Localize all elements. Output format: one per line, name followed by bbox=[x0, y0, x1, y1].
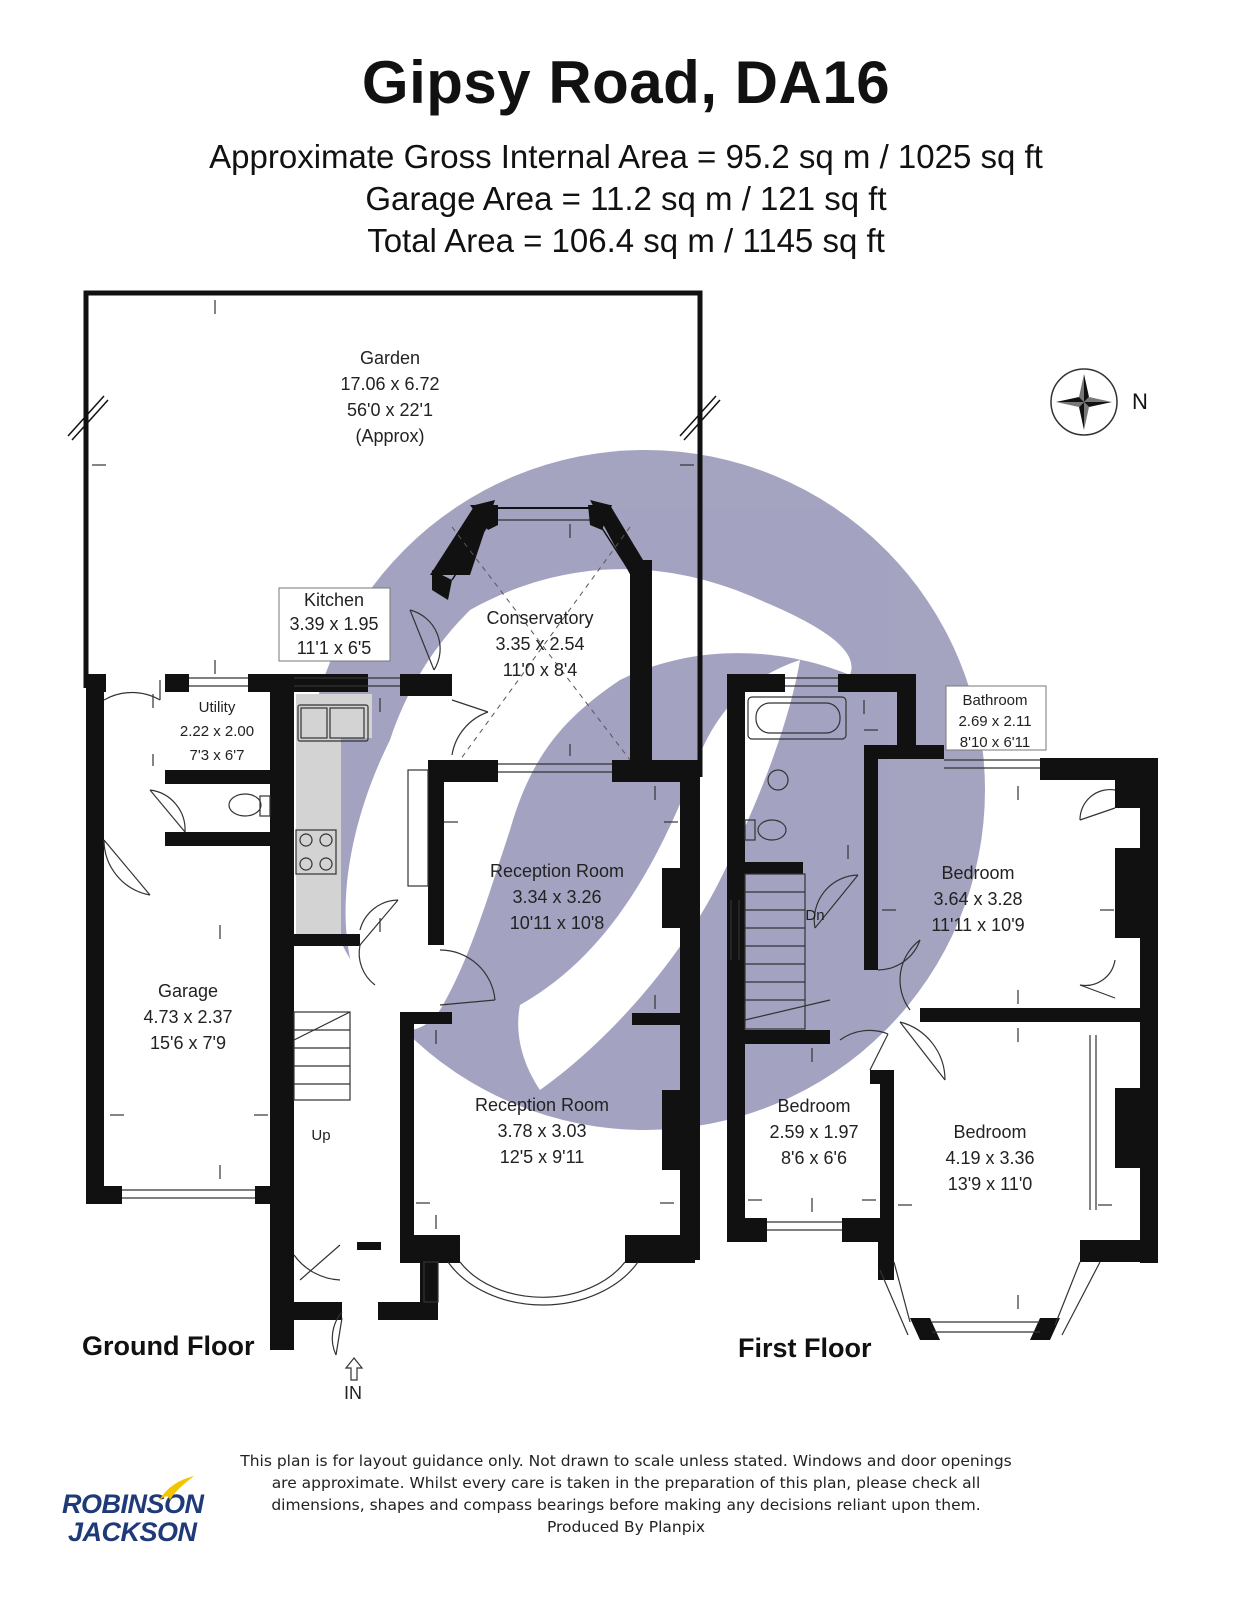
conservatory-name: Conservatory bbox=[486, 608, 593, 628]
garage-metric: 4.73 x 2.37 bbox=[143, 1007, 232, 1027]
utility-name: Utility bbox=[199, 699, 236, 716]
bedroom2-name: Bedroom bbox=[777, 1096, 850, 1116]
disclaimer-line-1: This plan is for layout guidance only. N… bbox=[240, 1452, 1012, 1470]
room-bedroom-2: Bedroom 2.59 x 1.97 8'6 x 6'6 bbox=[769, 1096, 858, 1168]
logo-line-1: ROBINSON bbox=[62, 1489, 204, 1519]
reception1-metric: 3.34 x 3.26 bbox=[512, 887, 601, 907]
room-kitchen: Kitchen 3.39 x 1.95 11'1 x 6'5 bbox=[289, 590, 378, 658]
bedroom2-imperial: 8'6 x 6'6 bbox=[781, 1148, 847, 1168]
agency-logo: ROBINSON JACKSON bbox=[62, 1476, 204, 1547]
ground-floor-details bbox=[103, 609, 639, 1356]
gross-area-text: Approximate Gross Internal Area = 95.2 s… bbox=[209, 138, 1043, 175]
bedroom1-imperial: 11'11 x 10'9 bbox=[931, 915, 1024, 935]
disclaimer-line-2: are approximate. Whilst every care is ta… bbox=[271, 1474, 981, 1492]
bathroom-imperial: 8'10 x 6'11 bbox=[960, 734, 1031, 751]
room-conservatory: Conservatory 3.35 x 2.54 11'0 x 8'4 bbox=[486, 608, 593, 680]
dimension-markers bbox=[92, 300, 694, 1229]
garage-area-text: Garage Area = 11.2 sq m / 121 sq ft bbox=[365, 180, 887, 217]
reception2-metric: 3.78 x 3.03 bbox=[497, 1121, 586, 1141]
stairs-down-label: Dn bbox=[805, 907, 824, 924]
bedroom3-imperial: 13'9 x 11'0 bbox=[948, 1174, 1033, 1194]
conservatory-metric: 3.35 x 2.54 bbox=[495, 634, 584, 654]
first-floor-details bbox=[730, 677, 1116, 1336]
room-bedroom-1: Bedroom 3.64 x 3.28 11'11 x 10'9 bbox=[931, 863, 1024, 935]
bedroom2-metric: 2.59 x 1.97 bbox=[769, 1122, 858, 1142]
kitchen-label-box bbox=[278, 587, 391, 662]
garden-name: Garden bbox=[360, 348, 420, 368]
room-reception-2: Reception Room 3.78 x 3.03 12'5 x 9'11 bbox=[475, 1095, 609, 1167]
room-utility: Utility 2.22 x 2.00 7'3 x 6'7 bbox=[180, 699, 254, 764]
logo-line-2: JACKSON bbox=[68, 1517, 197, 1547]
reception1-name: Reception Room bbox=[490, 861, 624, 881]
reception2-imperial: 12'5 x 9'11 bbox=[500, 1147, 585, 1167]
bathroom-label-box bbox=[945, 685, 1047, 751]
kitchen-imperial: 11'1 x 6'5 bbox=[297, 638, 372, 658]
ground-floor-walls bbox=[86, 560, 700, 1350]
utility-imperial: 7'3 x 6'7 bbox=[190, 747, 245, 764]
garage-imperial: 15'6 x 7'9 bbox=[150, 1033, 226, 1053]
total-area-text: Total Area = 106.4 sq m / 1145 sq ft bbox=[367, 222, 885, 259]
kitchen-metric: 3.39 x 1.95 bbox=[289, 614, 378, 634]
floor-plan-drawing: N Garden 17.06 x 6.72 56'0 x 22'1 (Appro… bbox=[67, 290, 1158, 1403]
bedroom1-metric: 3.64 x 3.28 bbox=[933, 889, 1022, 909]
first-floor-walls bbox=[727, 674, 1158, 1340]
bathroom-metric: 2.69 x 2.11 bbox=[958, 713, 1031, 730]
reception2-name: Reception Room bbox=[475, 1095, 609, 1115]
room-garden: Garden 17.06 x 6.72 56'0 x 22'1 (Approx) bbox=[340, 348, 439, 446]
room-garage: Garage 4.73 x 2.37 15'6 x 7'9 bbox=[143, 981, 232, 1053]
bedroom1-name: Bedroom bbox=[941, 863, 1014, 883]
kitchen-name: Kitchen bbox=[304, 590, 364, 610]
garden-metric: 17.06 x 6.72 bbox=[340, 374, 439, 394]
room-reception-1: Reception Room 3.34 x 3.26 10'11 x 10'8 bbox=[490, 861, 624, 933]
disclaimer-line-3: dimensions, shapes and compass bearings … bbox=[271, 1496, 981, 1514]
garden-break-marks bbox=[67, 395, 721, 441]
reception1-imperial: 10'11 x 10'8 bbox=[510, 913, 605, 933]
garden-note: (Approx) bbox=[355, 426, 424, 446]
stairs-up-label: Up bbox=[311, 1127, 330, 1144]
entrance-label: IN bbox=[344, 1383, 362, 1403]
disclaimer-line-4: Produced By Planpix bbox=[546, 1518, 706, 1536]
garden-imperial: 56'0 x 22'1 bbox=[347, 400, 433, 420]
bedroom3-metric: 4.19 x 3.36 bbox=[945, 1148, 1034, 1168]
conservatory-imperial: 11'0 x 8'4 bbox=[503, 660, 578, 680]
compass-north-label: N bbox=[1132, 389, 1148, 414]
garden-boundary bbox=[83, 290, 703, 777]
entrance-arrow bbox=[344, 1357, 364, 1381]
first-floor-label: First Floor bbox=[738, 1333, 872, 1363]
disclaimer: This plan is for layout guidance only. N… bbox=[0, 1450, 1252, 1538]
conservatory-frame bbox=[430, 500, 652, 761]
room-bedroom-3: Bedroom 4.19 x 3.36 13'9 x 11'0 bbox=[945, 1122, 1034, 1194]
utility-metric: 2.22 x 2.00 bbox=[180, 723, 254, 740]
plan-title: Gipsy Road, DA16 bbox=[361, 49, 891, 116]
bathroom-name: Bathroom bbox=[962, 692, 1027, 709]
room-bathroom: Bathroom 2.69 x 2.11 8'10 x 6'11 bbox=[958, 692, 1031, 751]
first-floor-dimension-markers bbox=[748, 700, 1114, 1309]
bedroom3-name: Bedroom bbox=[953, 1122, 1026, 1142]
ground-floor-label: Ground Floor bbox=[82, 1331, 255, 1361]
garage-name: Garage bbox=[158, 981, 218, 1001]
logo-swift-icon bbox=[158, 1476, 194, 1502]
kitchen-counter-top bbox=[296, 694, 372, 738]
compass-rose-icon bbox=[1050, 368, 1118, 436]
